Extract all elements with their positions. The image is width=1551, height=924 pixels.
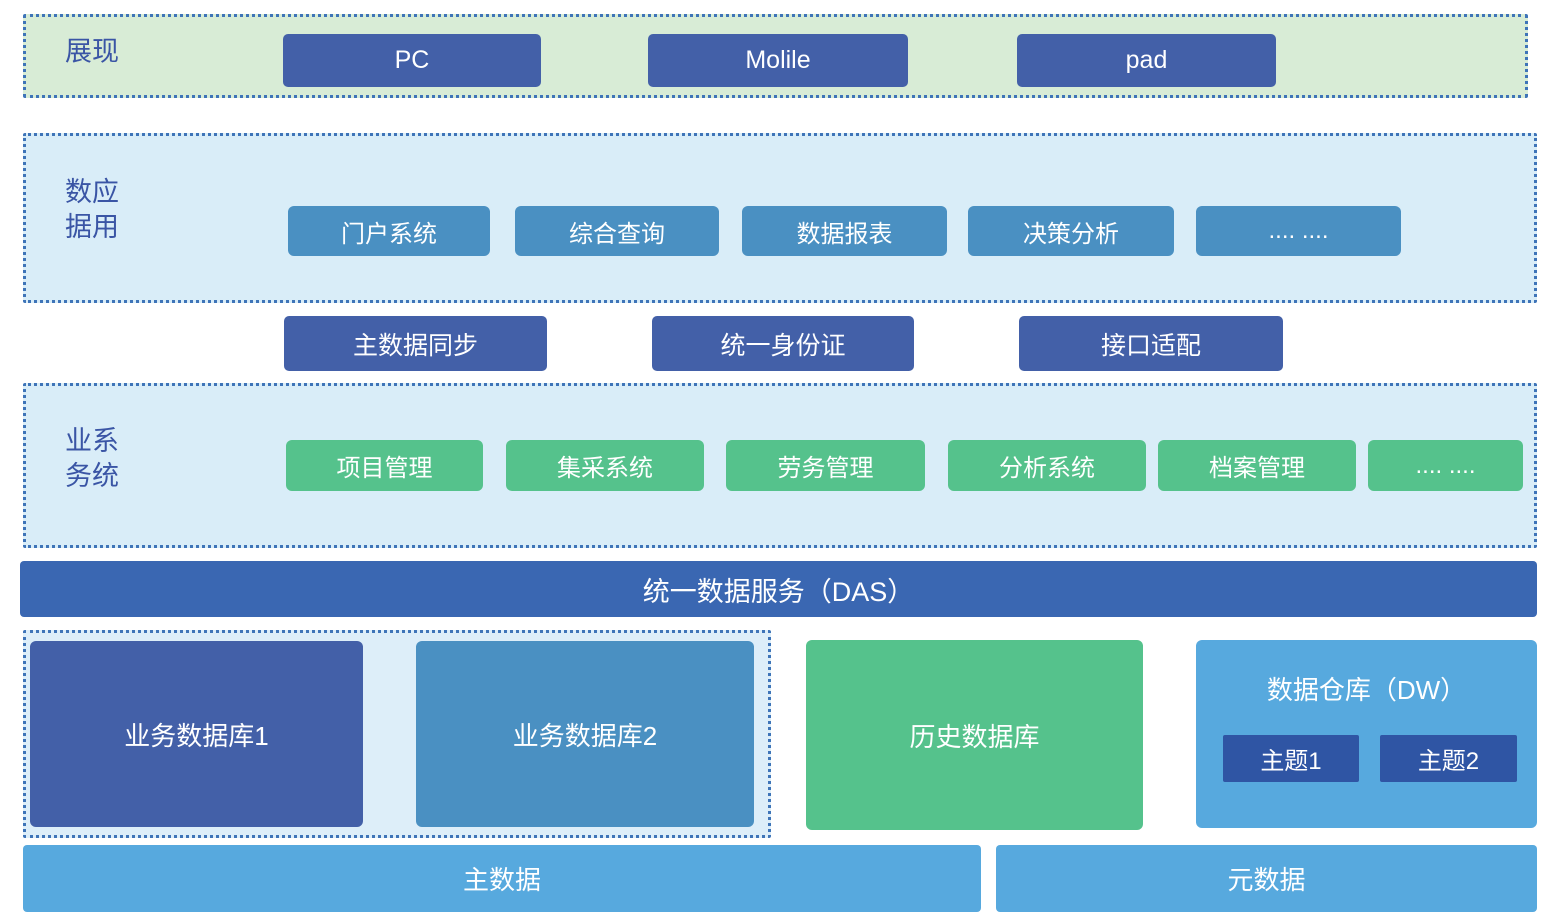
presentation-layer-label: 展现 xyxy=(61,36,118,72)
biz-node-archive-mgmt: 档案管理 xyxy=(1158,440,1356,491)
app-node-more: .... .... xyxy=(1196,206,1401,256)
service-node-interface-adapter: 接口适配 xyxy=(1019,316,1283,371)
device-node-pc: PC xyxy=(283,34,541,87)
biz-node-labor-mgmt: 劳务管理 xyxy=(726,440,925,491)
data-warehouse-card: 数据仓库（DW） 主题1 主题2 xyxy=(1196,640,1537,828)
business-db2-card: 业务数据库2 xyxy=(416,641,754,827)
biz-node-analysis: 分析系统 xyxy=(948,440,1146,491)
data-warehouse-title: 数据仓库（DW） xyxy=(1266,675,1467,705)
business-systems-layer-label: 业务系统 xyxy=(61,425,118,496)
biz-node-project-mgmt: 项目管理 xyxy=(286,440,483,491)
warehouse-topic-2: 主题2 xyxy=(1380,735,1517,782)
master-data-bar: 主数据 xyxy=(23,845,981,912)
app-node-query: 综合查询 xyxy=(515,206,719,256)
history-db-card: 历史数据库 xyxy=(806,640,1143,830)
warehouse-topic-1: 主题1 xyxy=(1223,735,1359,782)
service-node-unified-identity: 统一身份证 xyxy=(652,316,914,371)
service-node-master-data-sync: 主数据同步 xyxy=(284,316,547,371)
app-node-report: 数据报表 xyxy=(742,206,947,256)
device-node-pad: pad xyxy=(1017,34,1276,87)
app-node-decision: 决策分析 xyxy=(968,206,1174,256)
presentation-layer-box: 展现 PC Molile pad xyxy=(23,14,1528,98)
data-application-layer-box: 数据应用 门户系统 综合查询 数据报表 决策分析 .... .... xyxy=(23,133,1537,303)
data-application-layer-label: 数据应用 xyxy=(61,177,118,247)
das-service-bar: 统一数据服务（DAS） xyxy=(20,561,1537,617)
biz-node-procurement: 集采系统 xyxy=(506,440,704,491)
metadata-bar: 元数据 xyxy=(996,845,1537,912)
app-node-portal: 门户系统 xyxy=(288,206,490,256)
business-systems-layer-box: 业务系统 项目管理 集采系统 劳务管理 分析系统 档案管理 .... .... xyxy=(23,383,1537,548)
device-node-mobile: Molile xyxy=(648,34,908,87)
business-db1-card: 业务数据库1 xyxy=(30,641,363,827)
biz-node-more: .... .... xyxy=(1368,440,1523,491)
